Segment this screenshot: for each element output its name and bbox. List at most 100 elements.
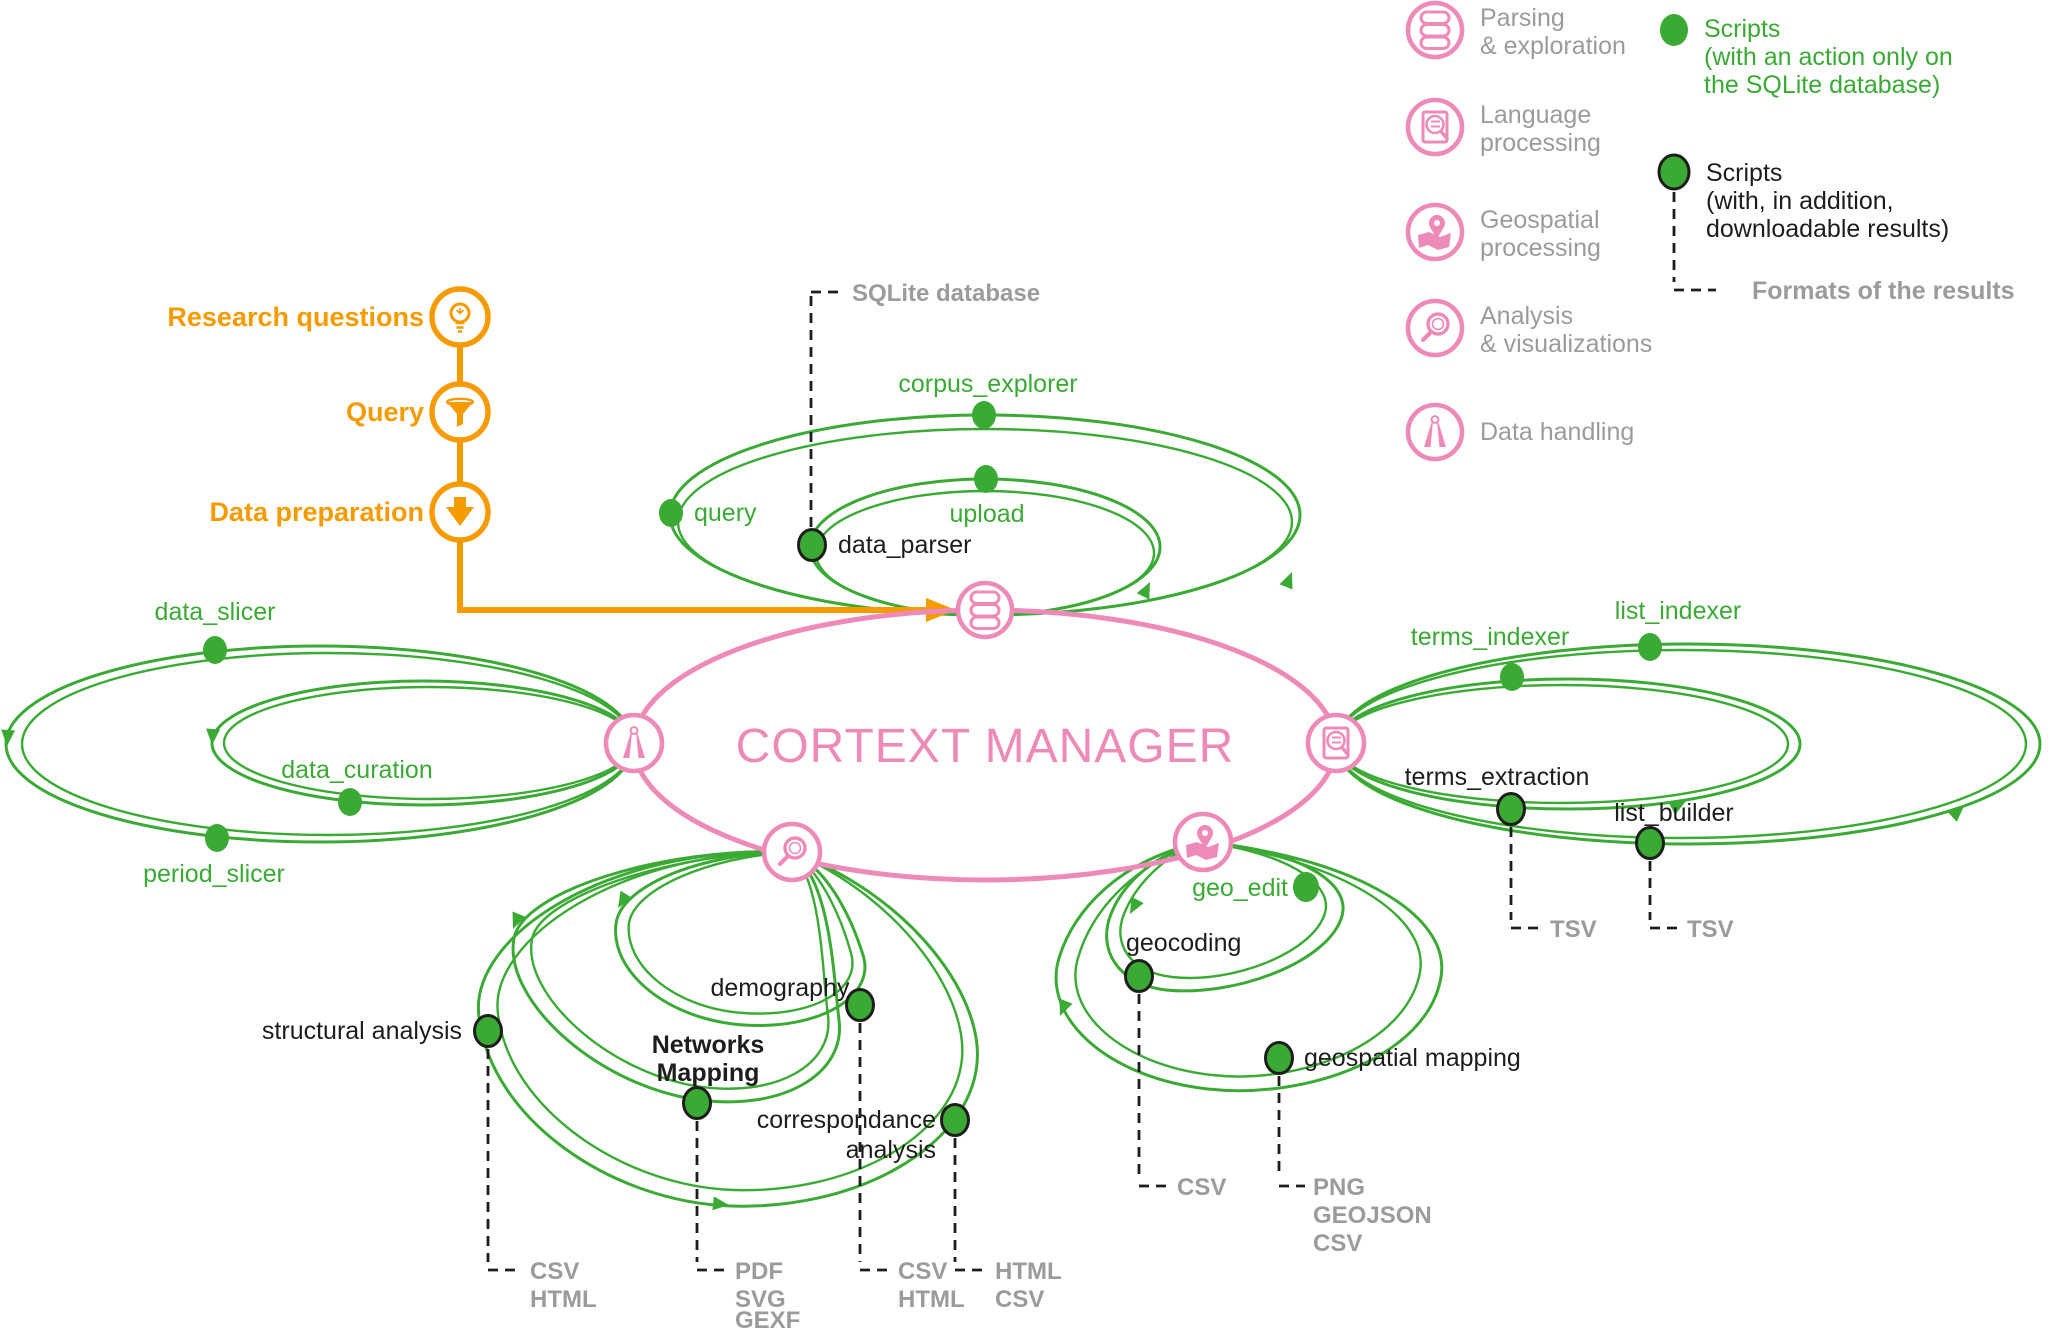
- hub-data-handling: [603, 712, 665, 774]
- script-node-data-slicer: [203, 636, 227, 664]
- map-pin-icon: [1186, 825, 1219, 860]
- format-label: CSV: [898, 1258, 947, 1285]
- download-icon: [446, 497, 474, 526]
- document-search-icon: [1322, 726, 1350, 760]
- arrowhead-icon: [618, 890, 633, 908]
- arrowhead-icon: [1279, 572, 1293, 590]
- legend-analysis-visualizations: [1405, 298, 1465, 358]
- legend-label: & visualizations: [1480, 330, 1652, 358]
- arrowhead-icon: [206, 728, 221, 745]
- legend-label: processing: [1480, 129, 1601, 157]
- arrowhead-icon: [1, 729, 16, 746]
- orbits-data-handling: [4, 644, 636, 844]
- script-label: data_parser: [838, 531, 971, 559]
- arrowhead-icon: [1947, 806, 1964, 822]
- arrowhead-icon: [1130, 896, 1144, 914]
- legend-label: the SQLite database): [1704, 71, 1940, 99]
- script-node-list-indexer: [1638, 633, 1662, 661]
- legend-scripts-downloadable: Scripts (with, in addition, downloadable…: [1657, 153, 2015, 305]
- workflow-step-label: Data preparation: [209, 497, 424, 527]
- workflow-step-label: Query: [346, 397, 424, 427]
- database-icon: [969, 590, 1001, 631]
- script-node-demography: [845, 988, 875, 1022]
- arrowhead-icon: [1136, 582, 1150, 600]
- cluster-data-handling: data_slicer data_curation period_slicer: [143, 598, 433, 888]
- hub-geospatial-processing: [1172, 811, 1234, 873]
- legend-parsing-exploration: [1405, 0, 1465, 60]
- database-icon: [1419, 10, 1451, 51]
- script-label: geospatial mapping: [1304, 1044, 1521, 1072]
- format-label: TSV: [1550, 916, 1597, 943]
- script-label: period_slicer: [143, 860, 285, 888]
- orbit-arrows: [1, 572, 1964, 1211]
- workflow-to-hub-line: [457, 541, 942, 613]
- legend: Parsing & exploration Language processin…: [1405, 0, 2015, 462]
- format-label: CSV: [1313, 1230, 1362, 1257]
- script-label: data_curation: [281, 756, 433, 784]
- workflow-step-label: Research questions: [167, 302, 424, 332]
- script-node-terms-extraction: [1496, 792, 1526, 826]
- format-label: CSV: [995, 1286, 1044, 1313]
- orbit-geo-inner: [1105, 840, 1345, 993]
- legend-label: Parsing: [1480, 4, 1565, 32]
- format-label: SVG: [735, 1286, 786, 1313]
- script-node-data-curation: [338, 788, 362, 816]
- orbit-analysis-outer-return: [496, 850, 964, 1192]
- arrowhead-icon: [512, 911, 526, 929]
- magnifier-icon: [1420, 312, 1450, 343]
- format-label: CSV: [1177, 1174, 1226, 1201]
- cluster-geospatial: geo_edit geocoding CSV geospatial mappin…: [1124, 872, 1521, 1257]
- script-node-query: [659, 499, 683, 527]
- orbit-datahandling-outer: [4, 644, 636, 844]
- hub-parsing-exploration: [955, 580, 1015, 640]
- sqlite-database-label: SQLite database: [852, 280, 1040, 307]
- orbit-datahandling-outer-return: [20, 651, 636, 837]
- orbit-analysis-inner: [614, 850, 867, 1027]
- legend-label: Scripts: [1706, 159, 1782, 187]
- script-label: analysis: [846, 1136, 936, 1164]
- format-label: HTML: [530, 1286, 597, 1313]
- legend-label: & exploration: [1480, 32, 1626, 60]
- workflow-circle: [429, 286, 491, 348]
- script-label: data_slicer: [155, 598, 276, 626]
- script-label: geo_edit: [1192, 874, 1288, 902]
- format-label: HTML: [995, 1258, 1062, 1285]
- script-label: list_builder: [1614, 799, 1734, 827]
- script-label: corpus_explorer: [898, 370, 1077, 398]
- script-label: query: [694, 499, 757, 527]
- script-node-structural-analysis: [473, 1014, 503, 1048]
- format-label: GEXF: [735, 1307, 800, 1330]
- script-label: Networks: [652, 1031, 765, 1059]
- legend-label: Scripts: [1704, 15, 1780, 43]
- hub-circle: [603, 712, 665, 774]
- page-title: CORTEXT MANAGER: [736, 720, 1235, 773]
- compass-icon: [623, 726, 645, 758]
- formats-of-results-label: Formats of the results: [1752, 277, 2015, 305]
- format-label: CSV: [530, 1258, 579, 1285]
- compass-icon: [1424, 415, 1446, 447]
- legend-language-processing: [1405, 97, 1465, 157]
- data-preparation-node: [429, 481, 491, 543]
- script-label: terms_indexer: [1411, 623, 1569, 651]
- legend-circle: [1405, 402, 1465, 462]
- arrowhead-icon: [712, 1196, 729, 1211]
- orbit-datahandling-inner: [210, 679, 636, 807]
- script-label: correspondance: [757, 1106, 936, 1134]
- script-label: demography: [711, 974, 850, 1002]
- legend-label: processing: [1480, 234, 1601, 262]
- hub-analysis-visualizations: [761, 821, 823, 883]
- funnel-icon: [445, 397, 475, 427]
- legend-label: Analysis: [1480, 302, 1573, 330]
- orbit-analysis-inner-return: [627, 850, 854, 1015]
- format-label: HTML: [898, 1286, 965, 1313]
- format-label: GEOJSON: [1313, 1202, 1432, 1229]
- script-dot-downloadable-icon: [1657, 153, 1691, 191]
- query-node: [429, 381, 491, 443]
- script-node-list-builder: [1635, 826, 1665, 860]
- legend-scripts-sqlite: Scripts (with an action only on the SQLi…: [1660, 14, 1953, 99]
- legend-label: Geospatial: [1480, 206, 1600, 234]
- script-label: Mapping: [657, 1059, 760, 1087]
- script-node-period-slicer: [205, 824, 229, 852]
- format-label: PNG: [1313, 1174, 1365, 1201]
